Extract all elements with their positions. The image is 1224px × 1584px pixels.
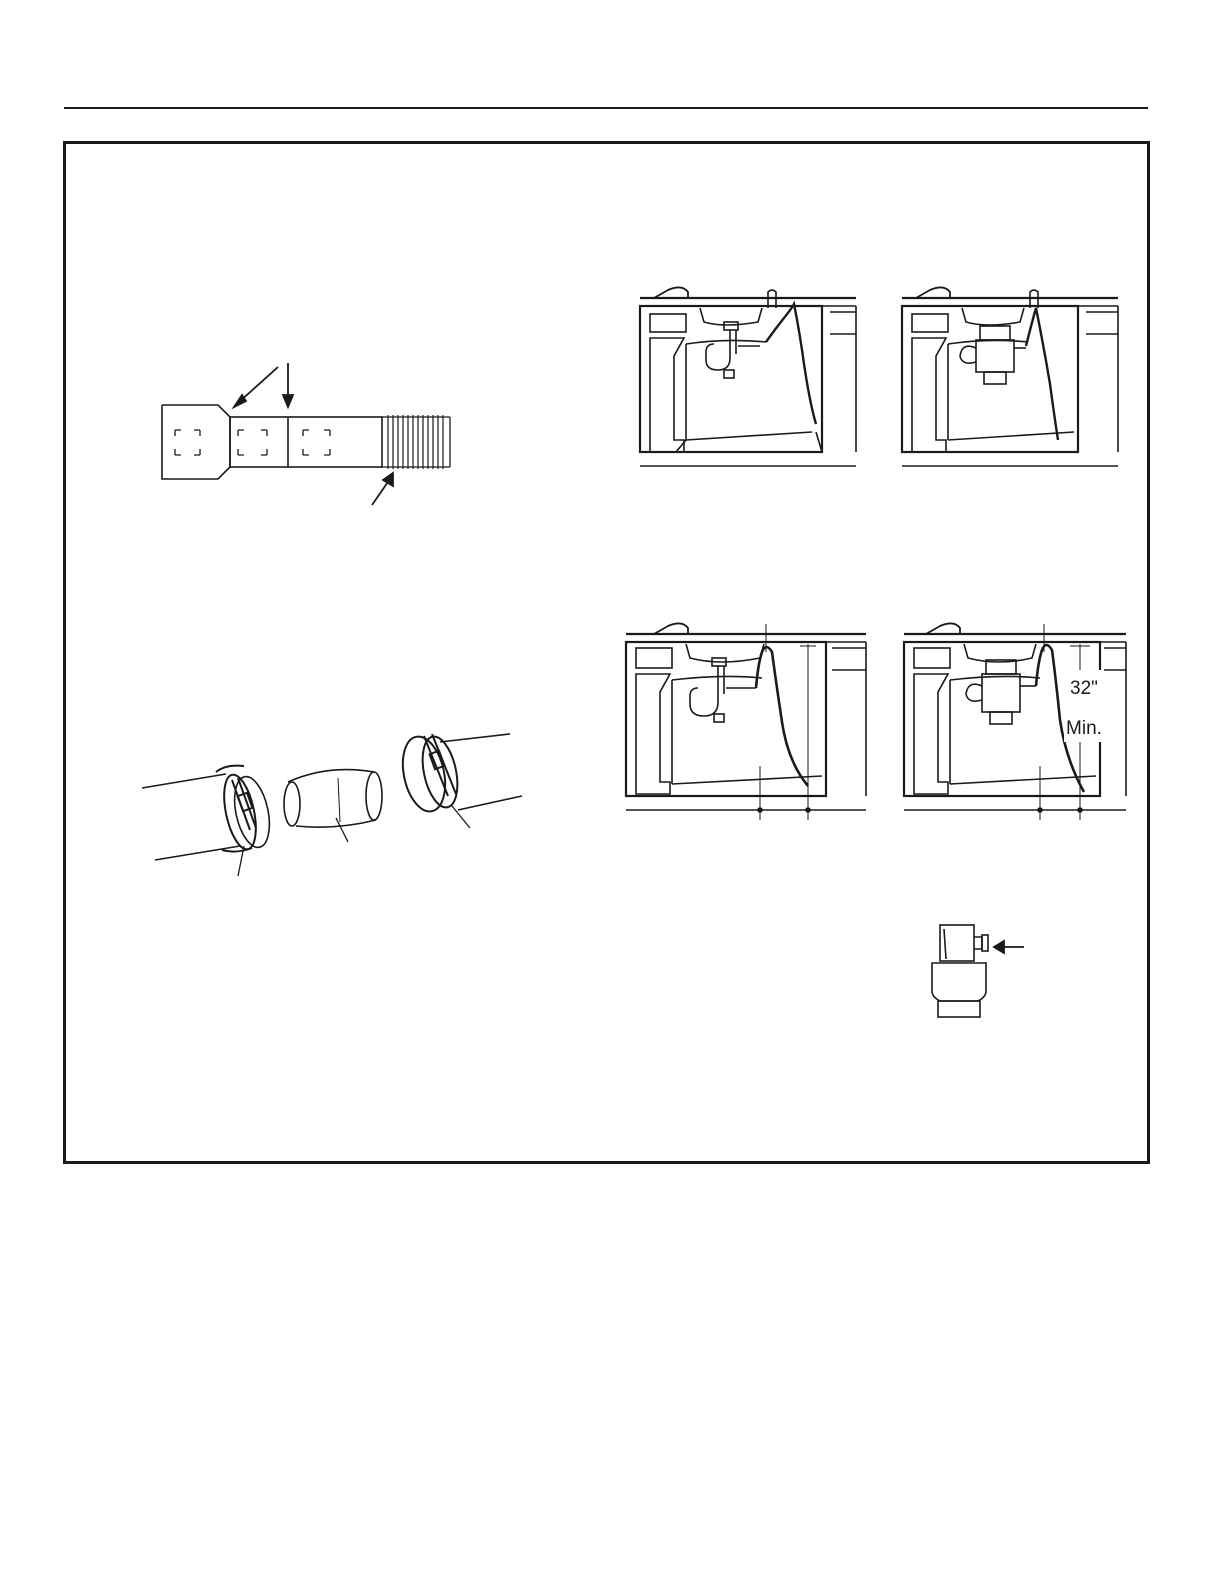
- disposer-inlet-icon: [912, 915, 1042, 1025]
- drain-hose-icon: [150, 355, 460, 515]
- sink-trap-high-loop-icon: [626, 616, 870, 826]
- install-diagram-sink-high-loop: [626, 616, 870, 826]
- disposer-drain-icon: [902, 282, 1122, 472]
- disposer-inlet-figure: [912, 915, 1042, 1025]
- hose-clamp-icon: [140, 722, 530, 882]
- sink-trap-drain-icon: [640, 282, 860, 472]
- hose-connector-figure: [140, 722, 530, 882]
- install-diagram-disposer-high-loop: 32" Min.: [904, 616, 1128, 826]
- drain-hose-figure: [150, 355, 460, 515]
- install-diagram-disposer: [902, 282, 1122, 472]
- disposer-high-loop-icon: 32" Min.: [904, 616, 1128, 826]
- height-value-label: 32": [1070, 678, 1098, 699]
- top-rule: [64, 107, 1148, 109]
- height-note-label: Min.: [1066, 718, 1102, 739]
- install-diagram-sink-trap: [640, 282, 860, 472]
